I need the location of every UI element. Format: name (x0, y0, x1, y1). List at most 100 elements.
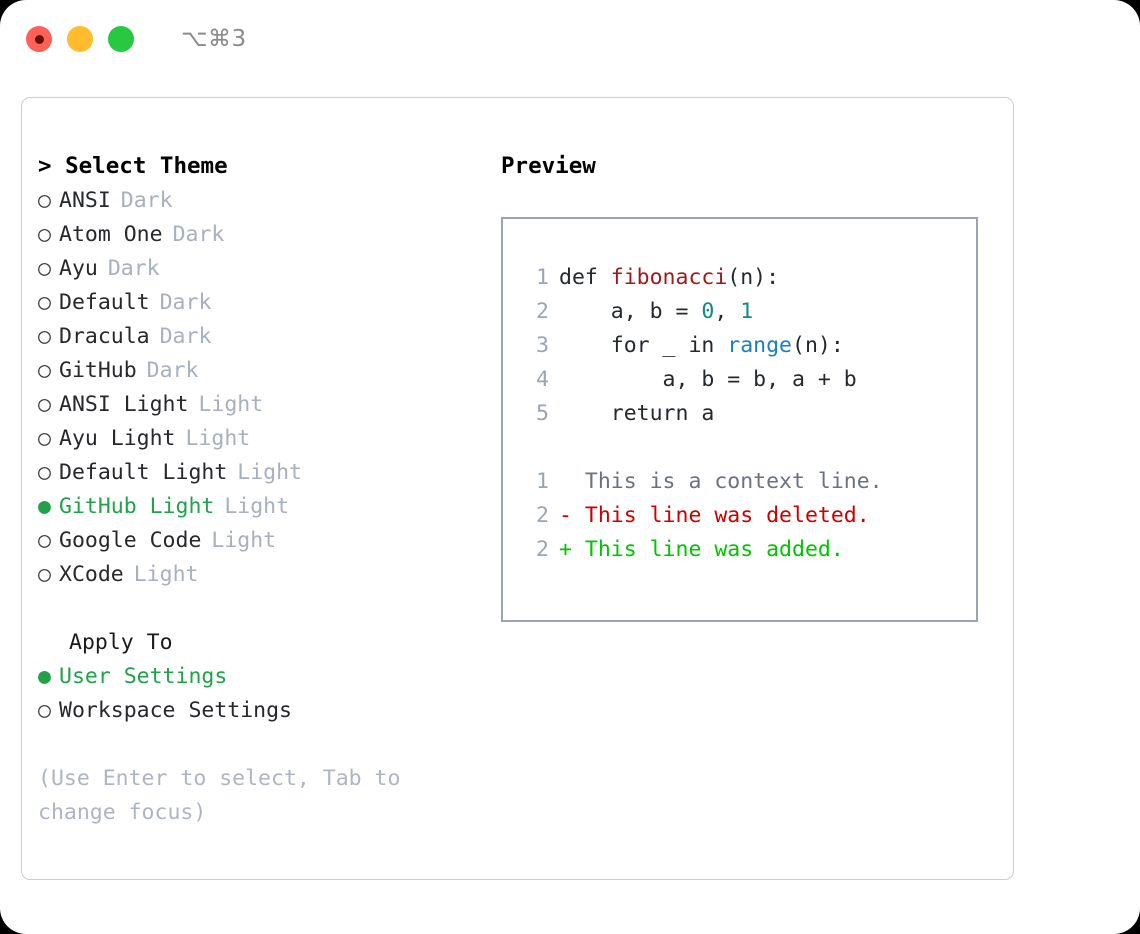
maximize-window-button[interactable] (108, 26, 134, 52)
theme-option-default[interactable]: ○ Default Dark (38, 286, 478, 320)
theme-option-label: XCode (59, 562, 124, 587)
code-line-number: 2 (536, 299, 549, 324)
close-window-button[interactable] (26, 26, 52, 52)
diff-line-number: 2 (536, 537, 549, 562)
theme-option-kind-badge: Dark (159, 324, 212, 349)
code-token-plain: for _ in (559, 333, 728, 358)
code-token-num: 0 (701, 299, 715, 324)
diff-sample: 1 This is a context line. 2- This line wa… (523, 465, 976, 567)
code-token-plain: a, b = (559, 299, 702, 324)
code-line-number: 4 (536, 367, 549, 392)
theme-option-kind-badge: Light (133, 562, 199, 587)
radio-unselected-icon: ○ (38, 222, 51, 247)
radio-unselected-icon: ○ (38, 528, 51, 553)
radio-unselected-icon: ○ (38, 324, 51, 349)
diff-line-text: This is a context line. (584, 469, 883, 494)
diff-marker-icon: - (559, 503, 585, 528)
minimize-window-button[interactable] (67, 26, 93, 52)
radio-unselected-icon: ○ (38, 358, 51, 383)
diff-line-ctx: 1 This is a context line. (523, 465, 976, 499)
code-line-number: 1 (536, 265, 549, 290)
theme-option-ayu[interactable]: ○ Ayu Dark (38, 252, 478, 286)
diff-line-text: This line was deleted. (584, 503, 870, 528)
code-line-number: 5 (536, 401, 549, 426)
code-line: 5 return a (523, 397, 976, 431)
theme-option-default-light[interactable]: ○ Default Light Light (38, 456, 478, 490)
theme-option-kind-badge: Light (198, 392, 264, 417)
theme-option-label: Default (59, 290, 150, 315)
theme-option-label: Dracula (59, 324, 150, 349)
theme-option-github[interactable]: ○ GitHub Dark (38, 354, 478, 388)
theme-option-google-code[interactable]: ○ Google Code Light (38, 524, 478, 558)
apply-to-option-workspace-settings[interactable]: ○ Workspace Settings (38, 694, 478, 728)
title-bar: ⌥⌘3 (0, 0, 1140, 78)
code-line: 1 def fibonacci(n): (523, 261, 976, 295)
code-token-plain: (n): (792, 333, 844, 358)
traffic-lights (26, 26, 134, 52)
theme-option-xcode[interactable]: ○ XCode Light (38, 558, 478, 592)
diff-marker-icon: + (559, 537, 585, 562)
theme-option-kind-badge: Light (237, 460, 303, 485)
code-line: 2 a, b = 0, 1 (523, 295, 976, 329)
keyboard-shortcut-label: ⌥⌘3 (181, 26, 247, 52)
theme-option-label: Google Code (59, 528, 202, 553)
theme-option-kind-badge: Light (224, 494, 290, 519)
code-diff-separator (523, 431, 976, 465)
theme-option-kind-badge: Light (185, 426, 251, 451)
apply-to-option-label: Workspace Settings (59, 698, 292, 723)
theme-option-label: Atom One (59, 222, 163, 247)
theme-option-kind-badge: Dark (107, 256, 160, 281)
theme-option-ansi-light[interactable]: ○ ANSI Light Light (38, 388, 478, 422)
radio-unselected-icon: ○ (38, 460, 51, 485)
diff-line-text: This line was added. (584, 537, 844, 562)
theme-option-label: Default Light (59, 460, 228, 485)
theme-option-label: Ayu Light (59, 426, 176, 451)
diff-line-number: 2 (536, 503, 549, 528)
code-token-plain: , (714, 299, 741, 324)
theme-option-label: ANSI (59, 188, 111, 213)
apply-to-title: Apply To (69, 630, 173, 655)
apply-to-list: ● User Settings ○ Workspace Settings (38, 660, 478, 728)
radio-unselected-icon: ○ (38, 562, 51, 587)
theme-option-kind-badge: Light (211, 528, 277, 553)
theme-option-label: Ayu (59, 256, 98, 281)
apply-to-option-label: User Settings (59, 664, 228, 689)
theme-option-kind-badge: Dark (146, 358, 199, 383)
radio-unselected-icon: ○ (38, 392, 51, 417)
preview-header: Preview (501, 153, 596, 179)
theme-option-kind-badge: Dark (159, 290, 212, 315)
code-token-plain: (n): (727, 265, 780, 290)
theme-option-dracula[interactable]: ○ Dracula Dark (38, 320, 478, 354)
code-token-fn: fibonacci (610, 265, 728, 290)
theme-option-label: ANSI Light (59, 392, 189, 417)
radio-unselected-icon: ○ (38, 188, 51, 213)
code-token-plain: def (559, 265, 611, 290)
radio-unselected-icon: ○ (38, 290, 51, 315)
radio-unselected-icon: ○ (38, 698, 51, 723)
radio-selected-icon: ● (38, 494, 51, 519)
code-token-call: range (727, 333, 793, 358)
apply-to-section: Apply To ● User Settings ○ Workspace Settin… (38, 626, 478, 728)
diff-line-number: 1 (536, 469, 549, 494)
radio-selected-icon: ● (38, 664, 51, 689)
apply-to-option-user-settings[interactable]: ● User Settings (38, 660, 478, 694)
recording-dot-icon (34, 34, 44, 44)
code-line: 4 a, b = b, a + b (523, 363, 976, 397)
theme-option-label: GitHub (59, 358, 137, 383)
code-token-plain: a, b = b, a + b (559, 367, 857, 392)
code-token-plain: return a (559, 401, 715, 426)
radio-unselected-icon: ○ (38, 256, 51, 281)
code-line: 3 for _ in range(n): (523, 329, 976, 363)
diff-line-add: 2 + This line was added. (523, 533, 976, 567)
code-token-num: 1 (740, 299, 754, 324)
